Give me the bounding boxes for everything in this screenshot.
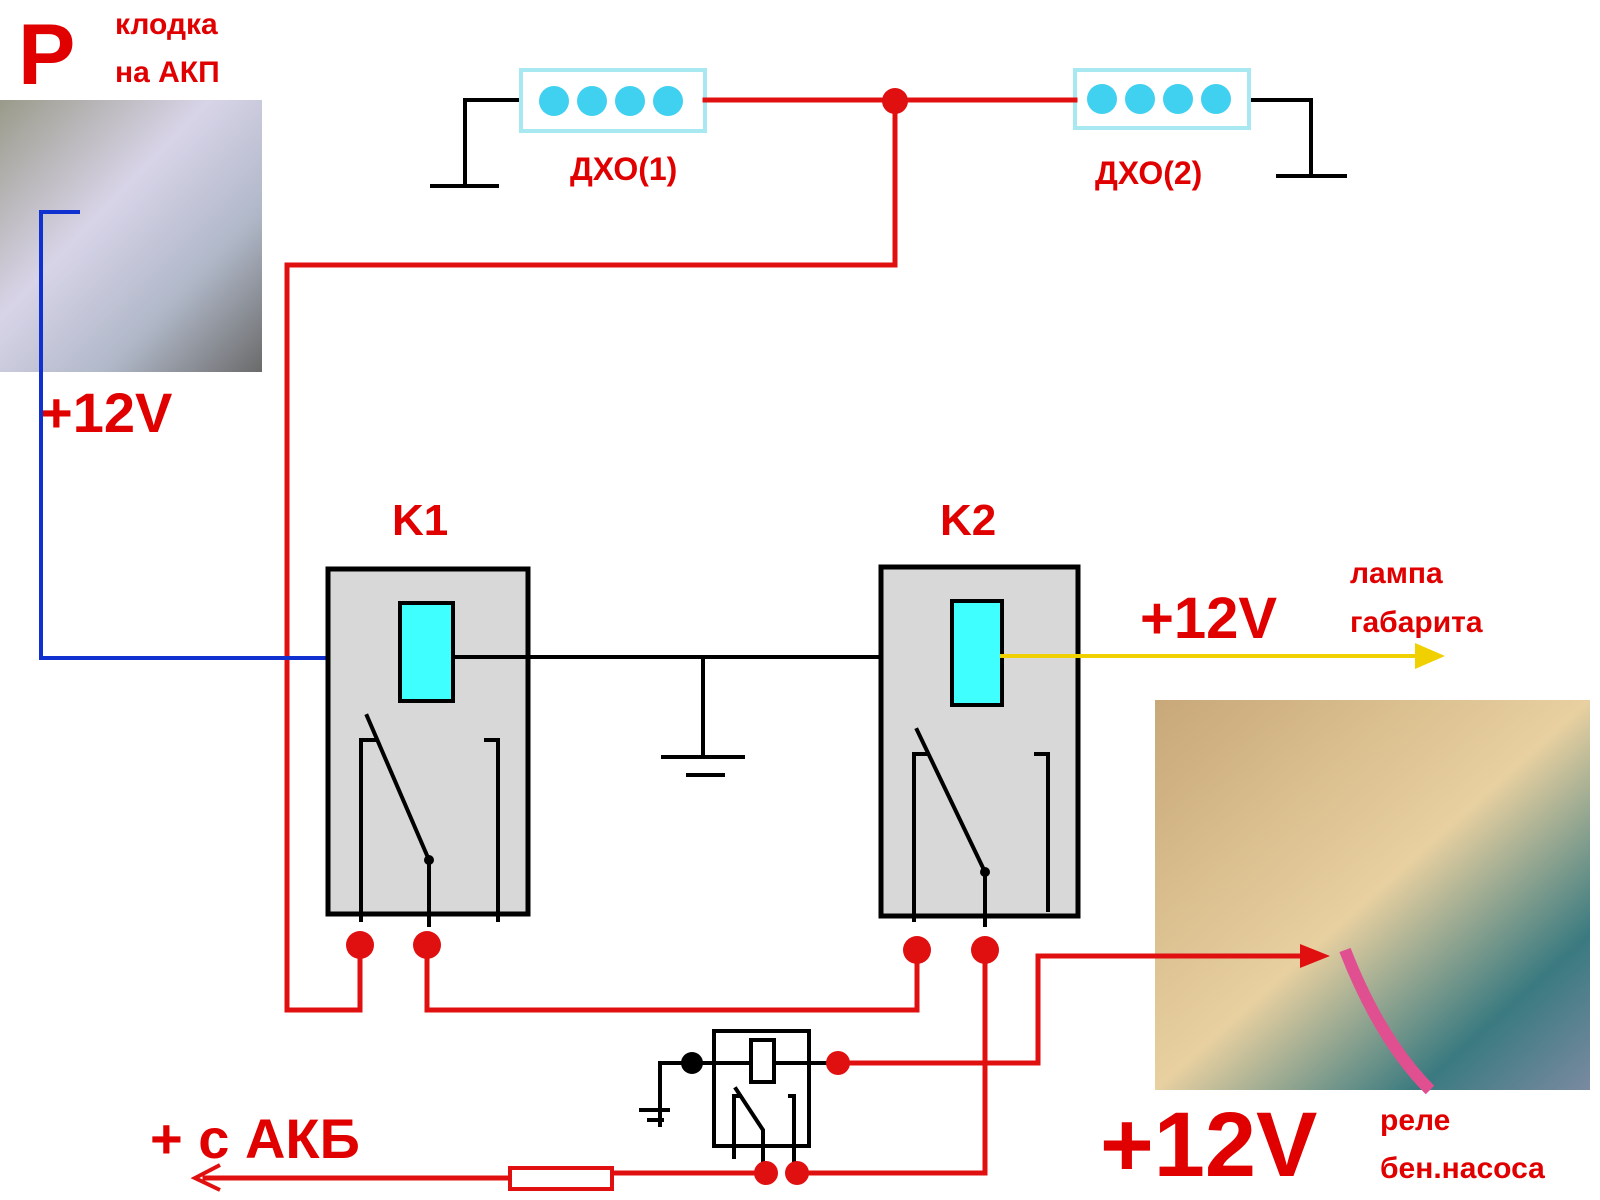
blue-wire (39, 210, 402, 660)
connector-voltage: +12V (40, 381, 172, 444)
connector-label-1: клодка (115, 8, 218, 41)
lamp-label-1: лампа (1350, 557, 1443, 590)
small-relay-contacts (732, 1086, 796, 1172)
k2-terminal-2 (971, 936, 999, 964)
drl2-label: ДХО(2) (1095, 155, 1202, 191)
fuel-pump-label-1: реле (1380, 1104, 1450, 1137)
connector-photo (0, 100, 262, 372)
arrow-fuel-pump (1300, 944, 1330, 968)
ground-icon (661, 655, 745, 777)
drl1-leds (539, 86, 683, 116)
drl1-label: ДХО(1) (570, 151, 677, 187)
drl2-leds (1087, 84, 1231, 114)
small-ground-icon (639, 1108, 670, 1122)
fuse (508, 1166, 614, 1191)
drl2-ground (1247, 98, 1347, 178)
fuel-pump-label-2: бен.насоса (1380, 1152, 1545, 1185)
k1-terminal-2 (413, 931, 441, 959)
junction-dot (882, 88, 908, 114)
drl1-ground (430, 98, 526, 188)
small-relay-terminal-2 (785, 1161, 809, 1185)
arrow-lamp (1415, 643, 1445, 669)
small-relay-coil (749, 1038, 776, 1084)
fuel-pump-voltage: +12V (1100, 1094, 1317, 1196)
relay-k1-label: K1 (392, 496, 448, 545)
pink-wire-photo (1339, 947, 1435, 1095)
k1-terminal-1 (346, 931, 374, 959)
small-relay-terminal-1 (754, 1161, 778, 1185)
battery-label: + с АКБ (150, 1107, 360, 1170)
k2-terminal-1 (903, 936, 931, 964)
lamp-voltage: +12V (1140, 586, 1277, 651)
small-relay-node (681, 1052, 703, 1074)
small-relay-terminal-coil (826, 1051, 850, 1075)
fuse-box-photo (1155, 700, 1590, 1090)
p-symbol: P (18, 7, 75, 103)
relay-k2-label: K2 (940, 496, 996, 545)
relay-k1-coil (398, 601, 455, 703)
lamp-label-2: габарита (1350, 606, 1483, 639)
connector-label-2: на АКП (115, 56, 220, 89)
arrow-battery (190, 1163, 221, 1192)
relay-k2-coil (950, 599, 1004, 707)
